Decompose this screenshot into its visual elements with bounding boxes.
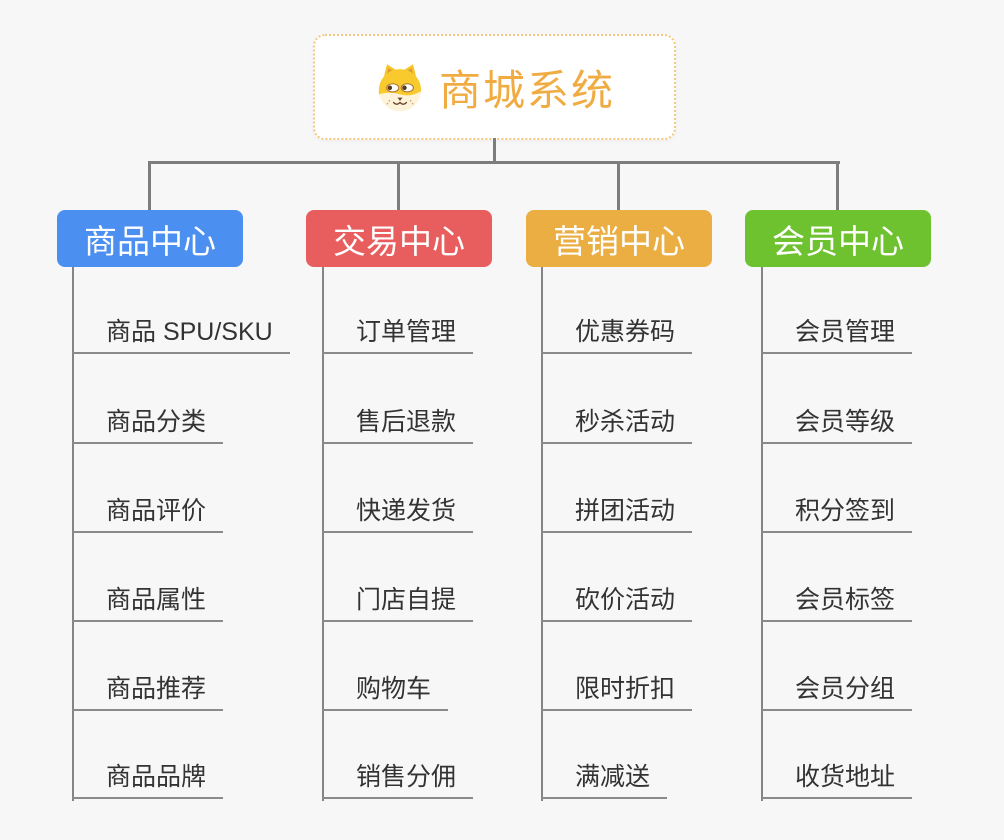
child-node[interactable]: 售后退款 xyxy=(322,407,474,444)
connector-horizontal xyxy=(148,161,840,164)
branch-header-marketing-center[interactable]: 营销中心 xyxy=(526,210,712,267)
branch-header-product-center[interactable]: 商品中心 xyxy=(57,210,243,267)
child-node[interactable]: 优惠券码 xyxy=(541,317,693,354)
spine-product-center xyxy=(72,267,74,801)
child-node[interactable]: 限时折扣 xyxy=(541,674,693,711)
connector-drop-trade xyxy=(397,161,400,210)
branch-header-trade-center[interactable]: 交易中心 xyxy=(306,210,492,267)
spine-member-center xyxy=(761,267,763,801)
child-node[interactable]: 拼团活动 xyxy=(541,496,693,533)
root-node[interactable]: 商城系统 xyxy=(313,34,676,140)
child-node[interactable]: 商品分类 xyxy=(72,407,224,444)
connector-root-drop xyxy=(493,138,496,164)
child-node[interactable]: 商品 SPU/SKU xyxy=(72,317,290,354)
child-node[interactable]: 商品品牌 xyxy=(72,762,224,799)
child-node[interactable]: 快递发货 xyxy=(322,496,474,533)
child-node[interactable]: 收货地址 xyxy=(761,762,913,799)
child-node[interactable]: 商品评价 xyxy=(72,496,224,533)
child-node[interactable]: 会员标签 xyxy=(761,585,913,622)
branch-header-member-center[interactable]: 会员中心 xyxy=(745,210,931,267)
spine-marketing-center xyxy=(541,267,543,801)
child-node[interactable]: 积分签到 xyxy=(761,496,913,533)
connector-drop-marketing xyxy=(617,161,620,210)
child-node[interactable]: 销售分佣 xyxy=(322,762,474,799)
child-node[interactable]: 会员管理 xyxy=(761,317,913,354)
child-node[interactable]: 秒杀活动 xyxy=(541,407,693,444)
child-node[interactable]: 购物车 xyxy=(322,674,449,711)
child-node[interactable]: 满减送 xyxy=(541,762,668,799)
connector-drop-product xyxy=(148,161,151,210)
child-node[interactable]: 砍价活动 xyxy=(541,585,693,622)
child-node[interactable]: 订单管理 xyxy=(322,317,474,354)
connector-drop-member xyxy=(836,161,839,210)
spine-trade-center xyxy=(322,267,324,801)
child-node[interactable]: 门店自提 xyxy=(322,585,474,622)
dog-icon xyxy=(378,64,422,112)
child-node[interactable]: 会员分组 xyxy=(761,674,913,711)
root-title: 商城系统 xyxy=(438,66,615,114)
child-node[interactable]: 商品推荐 xyxy=(72,674,224,711)
child-node[interactable]: 商品属性 xyxy=(72,585,224,622)
child-node[interactable]: 会员等级 xyxy=(761,407,913,444)
